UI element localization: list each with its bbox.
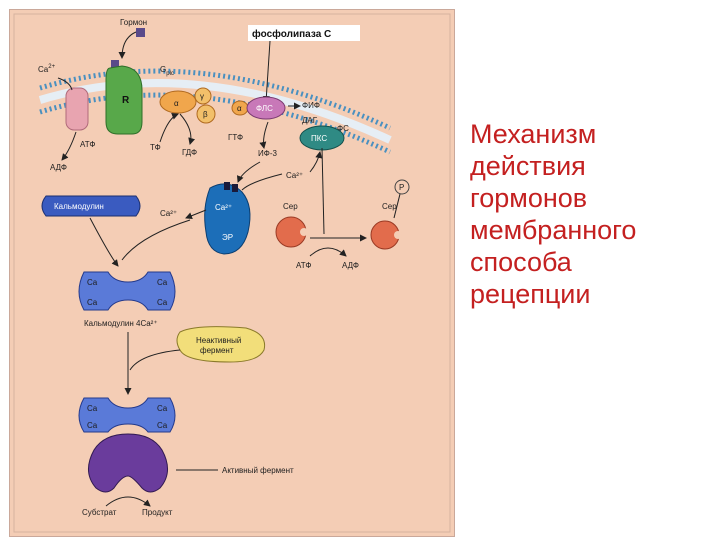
- calmodulin4-label: Кальмодулин 4Ca²⁺: [84, 319, 158, 328]
- ca-bound-2: Ca: [157, 404, 168, 413]
- plc-label: ФЛС: [256, 104, 273, 113]
- hormone: Гормон: [111, 18, 147, 68]
- fs-label: ФС: [337, 124, 349, 133]
- calcium-pump: Ca2+ АТФ АДФ: [38, 64, 95, 172]
- title-line: Механизм: [470, 119, 597, 149]
- pkc-label: ПКС: [311, 134, 327, 143]
- substrate-label: Субстрат: [82, 508, 117, 517]
- er-ca-label: Ca²⁺: [215, 203, 232, 212]
- ca-site-1: Ca: [87, 278, 98, 287]
- title-line: гормонов: [470, 183, 588, 213]
- calmodulin-ca-complex: Ca Ca Ca Ca: [78, 271, 176, 311]
- gtf-label: ГТФ: [228, 133, 243, 142]
- adf-label: АДФ: [50, 163, 67, 172]
- title-line: мембранного: [470, 215, 637, 245]
- active-enzyme-label: Активный фермент: [222, 466, 294, 475]
- if3-label: ИФ-3: [258, 149, 277, 158]
- calmodulin: Кальмодулин: [41, 195, 141, 217]
- ca2-released-label: Ca²⁺: [160, 209, 177, 218]
- ca-site-4: Ca: [157, 298, 168, 307]
- tf-label: ТФ: [150, 143, 161, 152]
- inactive-enzyme-line2: фермент: [200, 346, 234, 355]
- bound-hormone: [111, 60, 119, 68]
- fif-label: ФИФ: [302, 101, 320, 110]
- title-line: способа: [470, 247, 572, 277]
- plc-header-box: [248, 25, 360, 41]
- plc-header: фосфолипаза С: [252, 28, 331, 40]
- gplc-label: Gplc: [160, 65, 174, 77]
- calmodulin-enzyme-complex: Ca Ca Ca Ca: [78, 397, 176, 433]
- phospholipase-c: α ФЛС: [231, 96, 286, 120]
- calmodulin-label: Кальмодулин: [54, 202, 104, 211]
- phosphate-label: Р: [399, 183, 404, 192]
- g-protein: α γ β: [159, 87, 216, 124]
- ca-site-2: Ca: [157, 278, 168, 287]
- title-line: действия: [470, 151, 586, 181]
- signaling-diagram: Гормон фосфолипаза С Ca2+ АТФ АДФ R Gplc…: [9, 9, 455, 537]
- product-label: Продукт: [142, 508, 173, 517]
- g-beta-label: β: [203, 110, 208, 119]
- dag-label: ДАГ: [302, 116, 318, 125]
- g-alpha-label: α: [174, 99, 179, 108]
- protein-kinase-c: ПКС: [299, 125, 345, 151]
- receptor-label: R: [122, 95, 130, 106]
- ca-outside-label: Ca2+: [38, 64, 56, 74]
- slide-title: Механизм действия гормонов мембранного с…: [470, 118, 710, 310]
- gdf-label: ГДФ: [182, 148, 197, 157]
- hormone-molecule: [136, 28, 145, 37]
- ser-label-right: Сер: [382, 202, 397, 211]
- substrate-protein: Сер Сер Р АТФ АДФ: [275, 147, 410, 270]
- endoplasmic-reticulum: Ca²⁺ ЭР: [204, 182, 251, 255]
- title-line: рецепции: [470, 279, 591, 309]
- diagram-canvas: Гормон фосфолипаза С Ca2+ АТФ АДФ R Gplc…: [13, 13, 451, 533]
- hormone-label: Гормон: [120, 18, 147, 27]
- ser-label-left: Сер: [283, 202, 298, 211]
- inner-border: [13, 13, 451, 533]
- ca2-pkc-label: Ca²⁺: [286, 171, 303, 180]
- g-gamma-label: γ: [200, 92, 204, 101]
- inactive-enzyme-line1: Неактивный: [196, 336, 241, 345]
- adf-bottom-label: АДФ: [342, 261, 359, 270]
- receptor: R: [105, 65, 143, 135]
- atf-bottom-label: АТФ: [296, 261, 311, 270]
- ca-bound-3: Ca: [87, 421, 98, 430]
- atf-label: АТФ: [80, 140, 95, 149]
- ca-bound-1: Ca: [87, 404, 98, 413]
- ca-bound-4: Ca: [157, 421, 168, 430]
- inactive-enzyme: Неактивный фермент: [176, 326, 266, 363]
- er-label: ЭР: [222, 233, 233, 242]
- alpha-small-label: α: [237, 104, 242, 113]
- active-enzyme: [88, 433, 168, 493]
- ca-site-3: Ca: [87, 298, 98, 307]
